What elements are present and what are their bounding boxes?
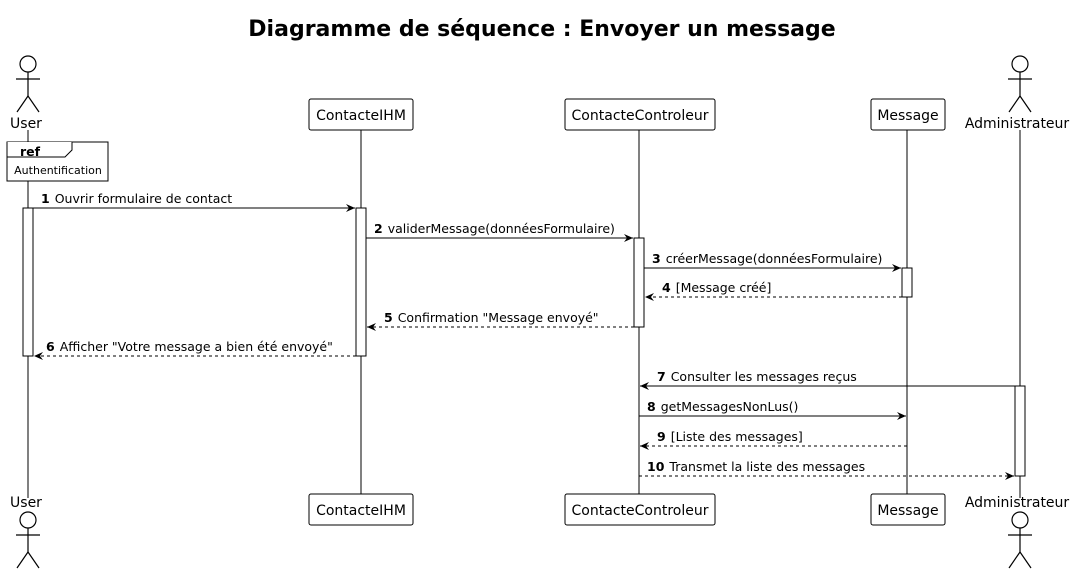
activations [22,207,1026,477]
participant-box-contactecontroleur-bottom [564,493,716,526]
participant-label-contacteihm-bottom: ContacteIHM [316,503,406,519]
ref-text: Authentification [14,164,102,177]
participant-label-user-bottom: User [10,495,42,511]
actor-user-top [16,55,40,113]
actor-administrateur-bottom [1008,511,1032,569]
participant-label-message-bottom: Message [877,503,938,519]
participant-box-contacteihm-top [308,98,414,131]
participants-bottom: User ContacteIHM ContacteControleur Mess… [10,493,1070,569]
participant-label-contactecontroleur-bottom: ContacteControleur [572,503,709,519]
diagram-title: Diagramme de séquence : Envoyer un messa… [248,17,835,42]
message-label-9: 9[Liste des messages] [657,429,803,444]
actor-administrateur-top [1008,55,1032,113]
actor-head-icon [19,55,37,73]
actor-user-bottom [16,511,40,569]
participant-label-contacteihm-top: ContacteIHM [316,108,406,124]
participant-box-contacteihm-bottom [308,493,414,526]
participant-label-administrateur-top: Administrateur [965,116,1070,132]
activation-contactecontroleur [633,237,645,328]
activation-user [22,207,34,357]
ref-tab [6,142,73,158]
participants-top: User ContacteIHM ContacteControleur Mess… [10,55,1070,132]
actor-head-icon [19,511,37,529]
participant-label-contactecontroleur-top: ContacteControleur [572,108,709,124]
ref-keyword: ref [20,144,41,159]
ref-fragment: ref Authentification [6,141,109,182]
participant-box-contactecontroleur-top [564,98,716,131]
activation-administrateur [1014,385,1026,477]
actor-head-icon [1011,511,1029,529]
activation-message [901,267,913,298]
participant-label-message-top: Message [877,108,938,124]
participant-box-message-top [870,98,946,131]
actor-head-icon [1011,55,1029,73]
activation-contacteihm [355,207,367,357]
participant-label-administrateur-bottom: Administrateur [965,495,1070,511]
participant-label-user-top: User [10,116,42,132]
participant-box-message-bottom [870,493,946,526]
message-label-4: 4[Message créé] [662,280,771,295]
